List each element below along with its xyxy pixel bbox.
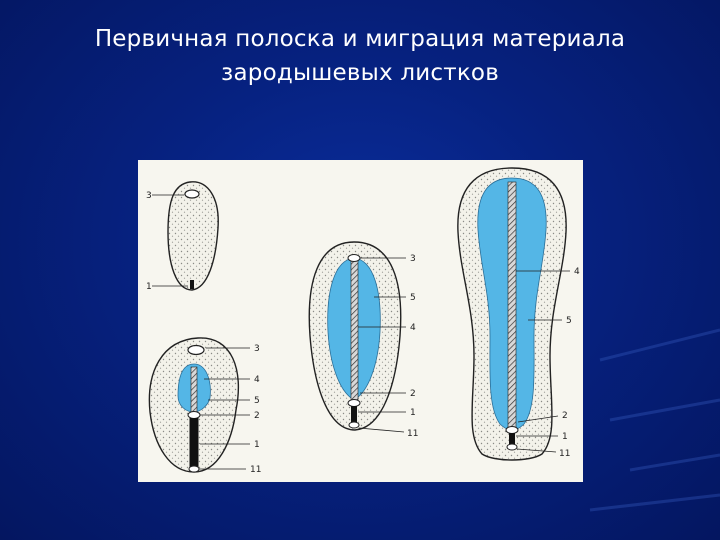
figure-3: 3 5 4 2 1 11 [309, 242, 418, 439]
fig3-primitive-pit [349, 422, 359, 428]
fig2-label-3: 3 [254, 344, 260, 354]
fig4-primitive-pit [507, 444, 517, 450]
fig3-primitive-streak [351, 406, 357, 423]
fig2-primitive-pit [189, 466, 199, 472]
fig1-prechordal-plate [185, 190, 199, 198]
title-line-2: зародышевых листков [0, 56, 720, 90]
fig3-top-plate [348, 255, 360, 262]
fig3-hensen-node [348, 400, 360, 407]
fig4-label-4: 4 [574, 267, 580, 277]
fig2-primitive-streak [190, 418, 199, 468]
fig1-label-1: 1 [146, 282, 152, 292]
fig2-label-4: 4 [254, 375, 260, 385]
fig2-label-1: 1 [254, 440, 260, 450]
fig3-label-2: 2 [410, 389, 416, 399]
fig1-primitive-streak [190, 280, 194, 289]
fig2-label-5: 5 [254, 396, 260, 406]
fig3-label-5: 5 [410, 293, 416, 303]
fig3-label-4: 4 [410, 323, 416, 333]
slide-title: Первичная полоска и миграция материала з… [0, 22, 720, 90]
fig3-label-3: 3 [410, 254, 416, 264]
fig3-label-11: 11 [407, 429, 418, 439]
figure-4: 4 5 2 1 11 [458, 168, 580, 460]
title-line-1: Первичная полоска и миграция материала [0, 22, 720, 56]
diagram-panel: 3 1 3 4 5 2 1 11 [138, 160, 583, 482]
fig4-primitive-streak [509, 433, 515, 444]
germ-layers-diagram: 3 1 3 4 5 2 1 11 [138, 160, 583, 482]
fig2-hensen-node [188, 412, 200, 419]
fig4-label-1: 1 [562, 432, 568, 442]
figure-2: 3 4 5 2 1 11 [149, 338, 261, 475]
fig3-notochord [351, 260, 358, 400]
fig2-prechordal-plate [188, 346, 204, 355]
fig2-notochord [191, 367, 197, 413]
figure-1: 3 1 [146, 182, 218, 292]
fig4-label-2: 2 [562, 411, 568, 421]
fig4-hensen-node [506, 427, 518, 434]
fig3-label-1: 1 [410, 408, 416, 418]
fig1-label-3: 3 [146, 191, 152, 201]
fig4-label-11: 11 [559, 449, 570, 459]
fig4-notochord [508, 182, 516, 428]
fig2-label-11: 11 [250, 465, 261, 475]
fig2-label-2: 2 [254, 411, 260, 421]
fig4-label-5: 5 [566, 316, 572, 326]
